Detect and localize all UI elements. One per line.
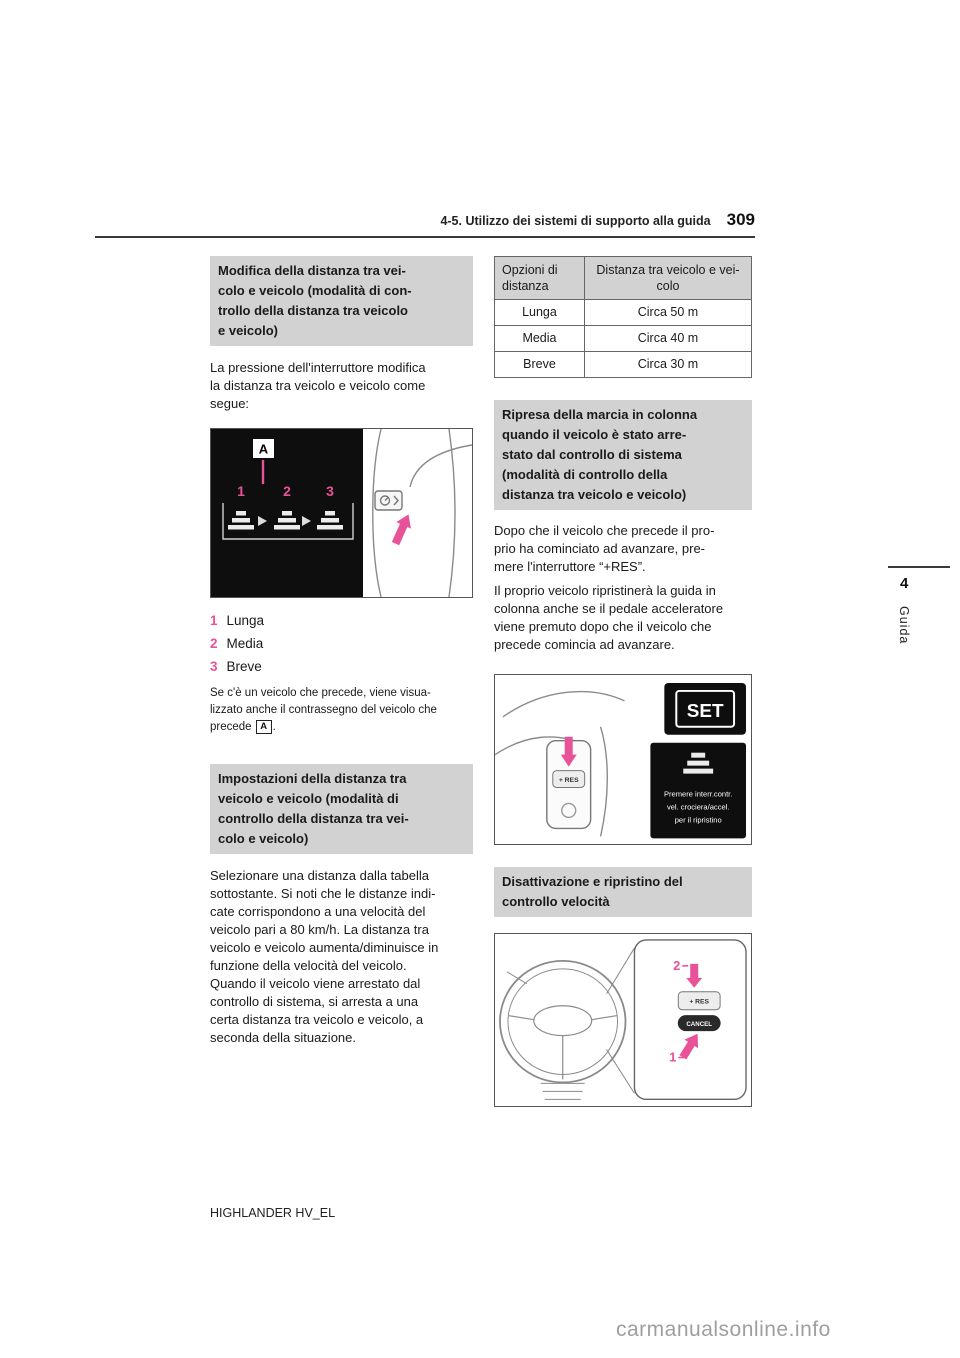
steering-switch-drawing: [372, 429, 472, 597]
table-header-row: Opzioni di distanza Distanza tra veicolo…: [494, 256, 753, 300]
footer-model-code: HIGHLANDER HV_EL: [210, 1206, 336, 1220]
chapter-tab: 4 Guida: [888, 566, 952, 644]
figure-steering-wheel-switches: 2 + RES CANCEL 1: [494, 933, 752, 1107]
switch-callout: 2 + RES CANCEL 1: [606, 939, 747, 1101]
marker-a-box: A: [253, 439, 274, 458]
res-button: + RES: [552, 770, 586, 789]
svg-text:+ RES: + RES: [559, 777, 579, 784]
list-label: Media: [226, 636, 264, 651]
svg-text:Premere interr.contr.: Premere interr.contr.: [664, 790, 732, 799]
selection-bracket: [222, 503, 354, 540]
table-header-opzioni: Opzioni di distanza: [494, 256, 585, 300]
svg-text:SET: SET: [687, 701, 724, 722]
message-display: Premere interr.contr. vel. crociera/acce…: [650, 742, 747, 839]
section-heading-impostazioni-distanza: Impostazioni della distanza tra veicolo …: [210, 764, 473, 854]
table-cell-option: Lunga: [494, 299, 585, 326]
figure-distance-display-and-switch: A 1 2 3: [210, 428, 473, 598]
note-suffix: .: [272, 721, 276, 733]
page-number: 309: [726, 210, 755, 229]
label-3: 3: [326, 483, 334, 499]
table-row-media: Media Circa 40 m: [494, 325, 753, 352]
steering-wheel-illustration: 2 + RES CANCEL 1: [499, 939, 747, 1101]
header-rule: [95, 236, 755, 238]
page-header: 4-5. Utilizzo dei sistemi di supporto al…: [95, 210, 755, 230]
list-label: Lunga: [226, 613, 265, 628]
chapter-label: Guida: [897, 606, 911, 645]
left-column: Modifica della distanza tra vei- colo e …: [210, 256, 473, 1047]
table-row-lunga: Lunga Circa 50 m: [494, 299, 753, 326]
label-2: 2: [673, 958, 680, 973]
header-section-title: 4-5. Utilizzo dei sistemi di supporto al…: [440, 214, 711, 228]
watermark: carmanualsonline.info: [616, 1318, 831, 1341]
cancel-button: CANCEL: [677, 1015, 721, 1032]
label-2: 2: [283, 483, 291, 499]
table-header-distanza: Distanza tra veicolo e vei- colo: [583, 256, 753, 300]
distance-bars-icon: [683, 752, 714, 774]
table-cell-distance: Circa 50 m: [583, 299, 753, 326]
svg-text:CANCEL: CANCEL: [686, 1021, 712, 1028]
right-column: Opzioni di distanza Distanza tra veicolo…: [494, 256, 753, 1107]
distance-bars-icon-medium: [274, 511, 300, 530]
set-display: SET: [664, 682, 747, 735]
paragraph-ripristino-guida: Il proprio veicolo ripristinerà la guida…: [494, 583, 724, 652]
svg-text:A: A: [259, 442, 269, 457]
down-arrow-icon: [686, 964, 703, 989]
label-1: 1: [237, 483, 245, 499]
distance-options-list: 1 Lunga 2 Media 3 Breve: [210, 609, 473, 678]
section-heading-disattivazione: Disattivazione e ripristino del controll…: [494, 867, 752, 918]
distance-bars-icon-long: [228, 511, 254, 530]
down-arrow-icon: [560, 736, 577, 767]
note-preceding-vehicle: Se c'è un veicolo che precede, viene vis…: [210, 685, 473, 736]
steering-wheel-drawing: [499, 960, 627, 1101]
distance-display-illustration: A 1 2 3: [211, 429, 472, 597]
list-number: 3: [210, 659, 218, 674]
label-1: 1: [669, 1050, 676, 1065]
table-cell-option: Breve: [494, 351, 585, 378]
svg-text:+ RES: + RES: [689, 999, 709, 1006]
right-arrow-icon: [258, 516, 267, 526]
note-text: Se c'è un veicolo che precede, viene vis…: [210, 687, 437, 733]
list-item-lunga: 1 Lunga: [210, 609, 473, 632]
figure-res-switch-and-display: + RES SET Premere interr.contr. vel. cr: [494, 674, 752, 846]
chapter-tab-rule: [888, 566, 950, 568]
up-arrow-icon: [391, 514, 411, 546]
marker-a-box-inline: A: [255, 720, 272, 734]
list-number: 2: [210, 636, 218, 651]
list-label: Breve: [226, 659, 262, 674]
section-heading-ripresa-marcia: Ripresa della marcia in colonna quando i…: [494, 400, 752, 510]
table-cell-distance: Circa 40 m: [583, 325, 753, 352]
page-footer: HIGHLANDER HV_EL: [210, 1206, 335, 1220]
section-heading-modifica-distanza: Modifica della distanza tra vei- colo e …: [210, 256, 473, 346]
steering-switch-drawing: [495, 690, 625, 837]
paragraph-dopo-veicolo-precede: Dopo che il veicolo che precede il pro- …: [494, 523, 715, 574]
svg-text:per il ripristino: per il ripristino: [675, 815, 722, 824]
table-cell-option: Media: [494, 325, 585, 352]
paragraph-selezionare-distanza: Selezionare una distanza dalla tabella s…: [210, 868, 439, 1045]
list-number: 1: [210, 613, 218, 628]
chapter-number: 4: [900, 575, 909, 592]
paragraph-pressione-interruttore: La pressione dell'interruttore modifica …: [210, 360, 426, 411]
distance-bars-icon-short: [317, 511, 343, 530]
res-button: + RES: [677, 991, 721, 1011]
list-item-breve: 3 Breve: [210, 655, 473, 678]
list-item-media: 2 Media: [210, 632, 473, 655]
table-row-breve: Breve Circa 30 m: [494, 351, 753, 378]
res-switch-illustration: + RES SET Premere interr.contr. vel. cr: [495, 682, 747, 839]
up-arrow-icon: [679, 1034, 699, 1060]
right-arrow-icon: [302, 516, 311, 526]
table-cell-distance: Circa 30 m: [583, 351, 753, 378]
svg-text:vel. crociera/accel.: vel. crociera/accel.: [667, 802, 730, 811]
distance-options-table: Opzioni di distanza Distanza tra veicolo…: [494, 256, 753, 378]
